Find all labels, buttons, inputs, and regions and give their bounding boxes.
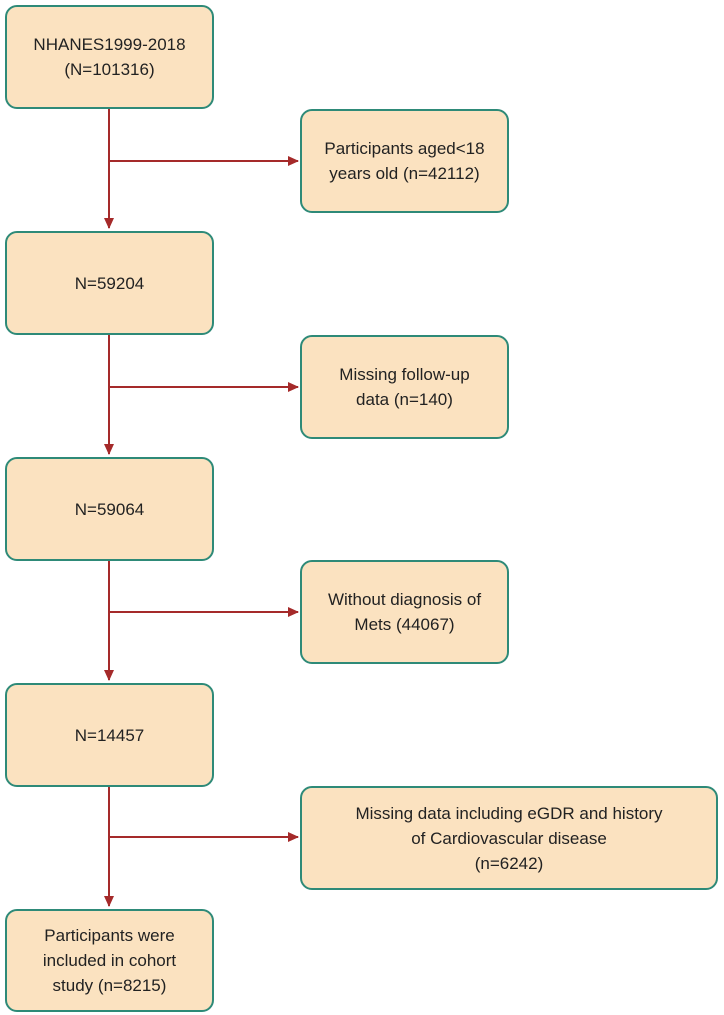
main-step-2-text: N=59204: [74, 273, 145, 293]
main-step-5-text: Participants were included in cohort stu…: [42, 926, 177, 995]
main-step-1: NHANES1999-2018 (N=101316): [5, 5, 214, 109]
exclusion-box-2: Missing follow-up data (n=140): [300, 335, 509, 439]
exclusion-box-4: Missing data including eGDR and history …: [300, 786, 718, 890]
main-step-4: N=14457: [5, 683, 214, 787]
main-step-4-text: N=14457: [74, 725, 145, 745]
main-step-2: N=59204: [5, 231, 214, 335]
exclusion-box-2-text: Missing follow-up data (n=140): [339, 365, 470, 409]
exclusion-box-4-text: Missing data including eGDR and history …: [355, 803, 663, 873]
main-step-3-text: N=59064: [74, 499, 145, 519]
main-step-5: Participants were included in cohort stu…: [5, 909, 214, 1012]
exclusion-box-1: Participants aged<18 years old (n=42112): [300, 109, 509, 213]
exclusion-box-1-text: Participants aged<18 years old (n=42112): [324, 139, 485, 183]
exclusion-box-3: Without diagnosis of Mets (44067): [300, 560, 509, 664]
main-step-3: N=59064: [5, 457, 214, 561]
main-step-1-text: NHANES1999-2018 (N=101316): [33, 35, 186, 79]
exclusion-box-3-text: Without diagnosis of Mets (44067): [327, 590, 482, 634]
